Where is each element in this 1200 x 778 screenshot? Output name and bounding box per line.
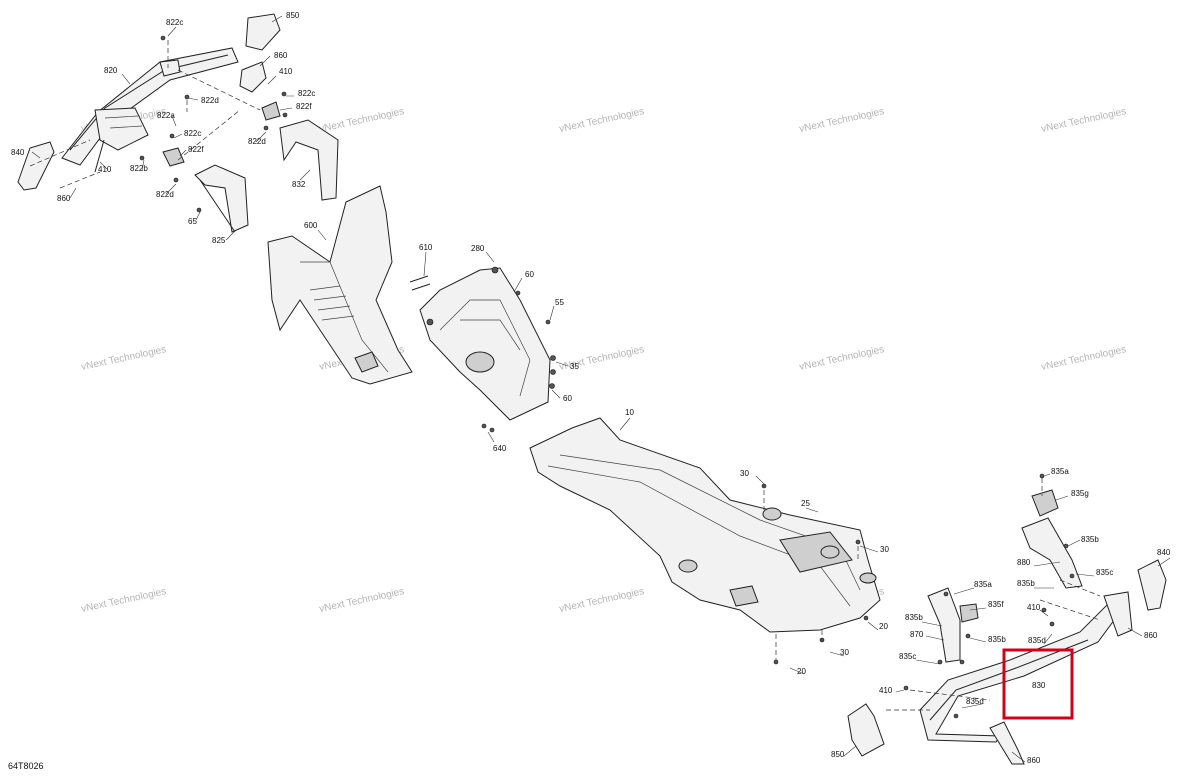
end-cap-840-rear [1137,559,1167,611]
callout-label: 640 [493,444,507,453]
bracket-860-bottom [989,721,1025,765]
callout-label: 860 [1027,756,1041,765]
callout-label: 610 [419,243,433,252]
bracket-280 [409,266,556,433]
callout-label: 25 [801,499,810,508]
watermark: vNext Technologies [80,586,167,615]
watermark: vNext Technologies [1040,106,1127,135]
callout-label: 870 [910,630,924,639]
callout-label: 410 [279,67,293,76]
callout-label: 835a [974,580,992,589]
watermark: vNext Technologies [80,344,167,373]
callout-label: 60 [525,270,534,279]
watermark: vNext Technologies [558,106,645,135]
main-skid-plate-10 [529,417,881,665]
callout-label: 835d [1028,636,1046,645]
watermark: vNext Technologies [318,586,405,615]
cover-850-rear [847,703,885,757]
callout-label: 835b [1017,579,1035,588]
callout-label: 835d [966,697,984,706]
callout-label: 822d [156,190,174,199]
watermark: vNext Technologies [798,344,885,373]
skid-plate-600 [267,185,413,385]
callout-label: 65 [188,217,197,226]
callout-label: 822f [296,102,312,111]
callout-label: 30 [880,545,889,554]
callout-label: 820 [104,66,118,75]
callout-label: 860 [274,51,288,60]
callout-label: 832 [292,180,306,189]
callout-label: 850 [286,11,300,20]
watermark: vNext Technologies [1040,344,1127,373]
callout-label: 822c [184,129,201,138]
callout-label: 840 [11,148,25,157]
callout-label: 410 [1027,603,1041,612]
callout-label: 850 [831,750,845,759]
callout-label: 860 [57,194,71,203]
bumper-tube-830 [919,599,1127,743]
callout-label: 835b [905,613,923,622]
callout-label: 822d [201,96,219,105]
callout-label: 880 [1017,558,1031,567]
callout-label: 830 [1032,681,1046,690]
callout-label: 10 [625,408,634,417]
callout-label: 835c [899,652,916,661]
callout-label: 822c [298,89,315,98]
bracket-880 [1021,517,1083,589]
callout-labels: 822c 850 860 410 820 822c 822f 822a 822d… [11,11,1171,765]
end-cap-840 [17,141,55,191]
callout-label: 835c [1096,568,1113,577]
watermark: vNext Technologies [318,106,405,135]
watermark: vNext Technologies [558,586,645,615]
figure-code: 64T8026 [8,761,44,771]
callout-label: 822c [166,18,183,27]
callout-label: 835f [988,600,1004,609]
callout-label: 835a [1051,467,1069,476]
callout-label: 20 [797,667,806,676]
callout-label: 55 [555,298,564,307]
callout-label: 835g [1071,489,1089,498]
callout-label: 825 [212,236,226,245]
bracket-870 [927,587,961,663]
block-822f-top [261,101,281,121]
cover-850 [245,13,281,51]
callout-label: 30 [740,469,749,478]
highlight-box [1002,648,1074,720]
bracket-860 [239,61,267,93]
callout-label: 410 [98,165,112,174]
callout-label: 822b [130,164,148,173]
callout-label: 860 [1144,631,1158,640]
callout-label: 835b [988,635,1006,644]
callout-label: 835b [1081,535,1099,544]
callout-label: 822a [157,111,175,120]
watermark: vNext Technologies [798,106,885,135]
callout-label: 60 [563,394,572,403]
callout-label: 20 [879,622,888,631]
callout-label: 30 [840,648,849,657]
block-822f [162,147,185,167]
leader-lines [31,15,1171,763]
callout-label: 35 [570,362,579,371]
bumper-frame-820 [61,47,239,166]
callout-label: 600 [304,221,318,230]
bracket-825 [194,164,249,233]
front-bumper-assembly [17,13,339,233]
callout-label: 822f [188,145,204,154]
rear-bumper-assembly [847,473,1167,765]
callout-label: 410 [879,686,893,695]
block-835g [1031,489,1059,517]
rod-410 [94,139,105,173]
callout-label: 840 [1157,548,1171,557]
callout-label: 280 [471,244,485,253]
bracket-832 [279,119,339,201]
